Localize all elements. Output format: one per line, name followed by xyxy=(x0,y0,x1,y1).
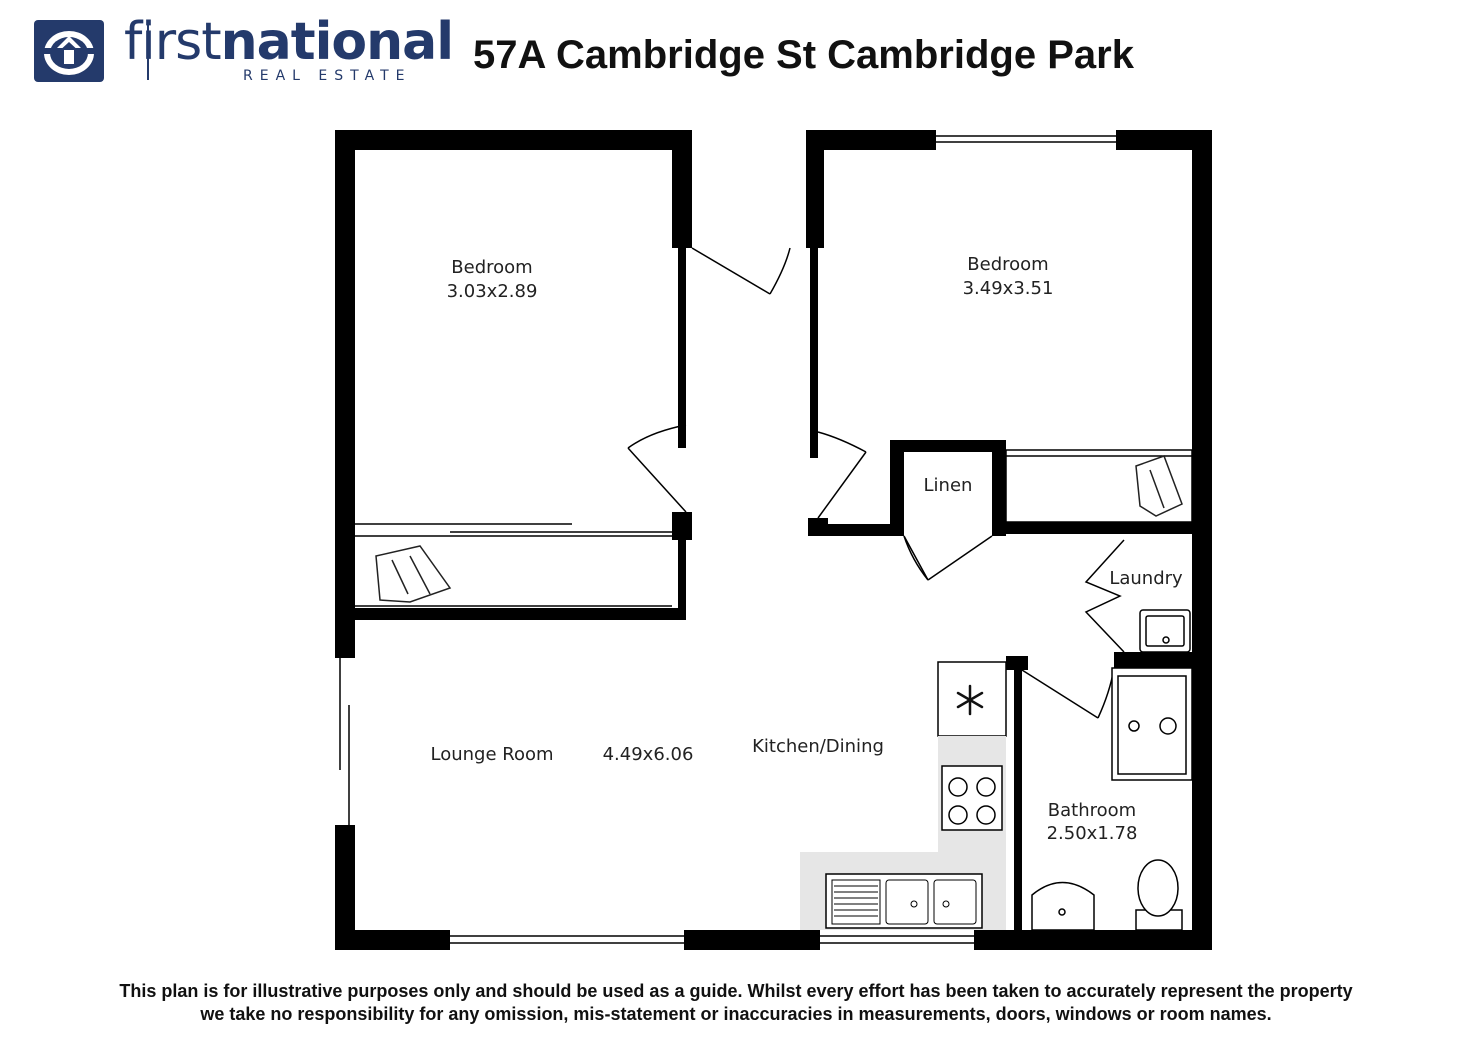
disclaimer-line-2: we take no responsibility for any omissi… xyxy=(200,1004,1272,1024)
bathroom-name: Bathroom xyxy=(1048,800,1136,821)
doors xyxy=(627,247,1125,719)
first-national-logo-icon xyxy=(34,20,104,82)
brand-word-first: first xyxy=(124,12,222,72)
room-labels: Bedroom 3.03x2.89 Bedroom 3.49x3.51 Line… xyxy=(430,254,1183,844)
bathroom-fixtures xyxy=(1031,667,1193,931)
brand-word-national: national xyxy=(220,12,454,72)
bedroom1-name: Bedroom xyxy=(451,257,532,278)
lounge-name: Lounge Room xyxy=(430,744,553,765)
kitchen-label: Kitchen/Dining xyxy=(752,736,884,757)
kitchen-fittings xyxy=(800,661,1007,930)
clothes-icon xyxy=(375,455,1183,603)
laundry-label: Laundry xyxy=(1109,568,1183,589)
bedroom2-name: Bedroom xyxy=(967,254,1048,275)
snowflake-icon xyxy=(956,684,984,716)
property-title: 57A Cambridge St Cambridge Park xyxy=(473,33,1134,77)
laundry-tub xyxy=(1139,609,1191,653)
bedroom1-size: 3.03x2.89 xyxy=(447,281,538,302)
wardrobes xyxy=(355,449,1193,607)
brand-subtitle: REAL ESTATE xyxy=(243,68,412,84)
windows xyxy=(339,135,1116,944)
bedroom2-size: 3.49x3.51 xyxy=(963,278,1054,299)
linen-label: Linen xyxy=(924,475,973,496)
brand-logo: firstnational REAL ESTATE xyxy=(34,16,454,86)
lounge-size: 4.49x6.06 xyxy=(603,744,694,765)
logo-divider xyxy=(147,22,149,80)
walls xyxy=(335,130,1212,950)
brand-wordmark: firstnational xyxy=(124,16,454,68)
bathroom-size: 2.50x1.78 xyxy=(1047,823,1138,844)
disclaimer: This plan is for illustrative purposes o… xyxy=(0,980,1472,1026)
disclaimer-line-1: This plan is for illustrative purposes o… xyxy=(119,981,1353,1001)
